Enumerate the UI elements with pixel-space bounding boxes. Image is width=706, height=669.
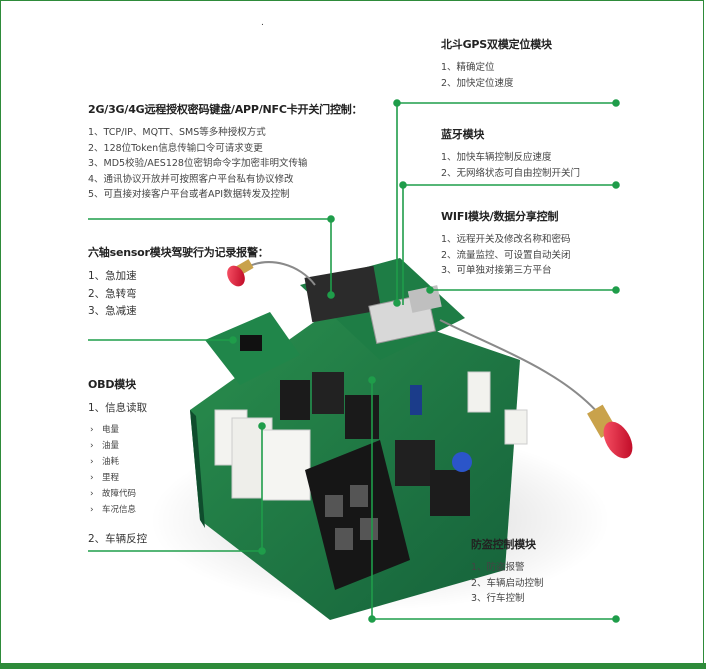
relay-3 [345, 395, 379, 439]
top-mark: . [261, 18, 264, 28]
antenna-left [227, 265, 245, 287]
antitheft-module-block: 防盗控制模块 1、防盗报警 2、车辆启动控制 3、行车控制 [471, 536, 544, 607]
gps-module-block: 北斗GPS双模定位模块 1、精确定位 2、加快定位速度 [441, 36, 552, 91]
remote-item-5: 5、可直接对接客户平台或者API数据转发及控制 [88, 189, 290, 200]
connector-pin-1 [325, 495, 343, 517]
chevron-right-icon: › [90, 472, 94, 483]
antenna-right [603, 421, 633, 459]
gsm-module [304, 265, 382, 323]
obd-subitem-label: 电量 [102, 424, 120, 435]
antitheft-item-2: 2、车辆启动控制 [471, 577, 544, 589]
antitheft-item-3: 3、行车控制 [471, 593, 525, 604]
remote-item-1: 1、TCP/IP、MQTT、SMS等多种授权方式 [88, 127, 266, 138]
remote-item-2: 2、128位Token信息传输口令可请求变更 [88, 142, 263, 154]
wifi-item-3: 3、可单独对接第三方平台 [441, 265, 552, 276]
chevron-right-icon: › [90, 504, 94, 515]
obd-subitem-2: › 油量 [88, 438, 147, 454]
antenna-cable-right [439, 319, 601, 416]
frame-bottom-band [0, 663, 706, 669]
sensor-title: 六轴sensor模块驾驶行为记录报警： [88, 246, 269, 259]
sensor-item-1: 1、急加速 [88, 270, 137, 282]
obd-subitem-6: › 车况信息 [88, 502, 147, 518]
obd-module-block: OBD模块 1、信息读取 › 电量 › 油量 › 油耗 › 里程 › 故障代码 › 车况信息 [88, 376, 147, 518]
gps-item-1: 1、精确定位 [441, 62, 495, 73]
bluetooth-module-block: 蓝牙模块 1、加快车辆控制反应速度 2、无网络状态可自由控制开关门 [441, 126, 580, 181]
relay-2 [312, 372, 344, 414]
gps-title: 北斗GPS双模定位模块 [441, 38, 552, 51]
obd-subitem-label: 里程 [102, 472, 120, 483]
obd-subitem-4: › 里程 [88, 470, 147, 486]
obd-subitem-label: 油耗 [102, 456, 120, 467]
chevron-right-icon: › [90, 488, 94, 499]
relay-1 [280, 380, 310, 420]
obd-subitem-label: 故障代码 [102, 488, 137, 499]
antitheft-item-1: 1、防盗报警 [471, 562, 525, 573]
sensor-module-block: 六轴sensor模块驾驶行为记录报警： 1、急加速 2、急转弯 3、急减速 [88, 244, 269, 321]
relay-4 [395, 440, 435, 486]
chevron-right-icon: › [90, 456, 94, 467]
obd-subitem-label: 油量 [102, 440, 120, 451]
wifi-item-1: 1、远程开关及修改名称和密码 [441, 234, 571, 245]
remote-control-block: 2G/3G/4G远程授权密码键盘/APP/NFC卡开关门控制： 1、TCP/IP… [88, 101, 363, 203]
connector-pin-3 [335, 528, 353, 550]
obd-subitem-5: › 故障代码 [88, 486, 147, 502]
obd-item-2: 2、车辆反控 [88, 533, 148, 545]
connector-pin-4 [360, 518, 378, 540]
sensor-chip [240, 335, 262, 351]
obd-title: OBD模块 [88, 378, 136, 391]
gps-item-2: 2、加快定位速度 [441, 77, 514, 89]
callout-lines [88, 99, 620, 623]
white-connector-far-right [504, 409, 528, 445]
white-connector-right [467, 371, 491, 413]
remote-item-4: 4、通讯协议开放并可按照客户平台私有协议修改 [88, 173, 294, 185]
wifi-item-2: 2、流量监控、可设置自动关闭 [441, 249, 571, 261]
bluetooth-title: 蓝牙模块 [441, 128, 485, 141]
antitheft-title: 防盗控制模块 [471, 538, 536, 551]
wifi-title: WIFI模块/数据分享控制 [441, 210, 559, 223]
remote-item-3: 3、MD5校验/AES128位密钥命令字加密非明文传输 [88, 158, 308, 169]
relay-5 [430, 470, 470, 516]
bt-module [407, 285, 442, 313]
sensor-item-3: 3、急减速 [88, 305, 137, 317]
chevron-right-icon: › [90, 424, 94, 435]
white-connector-plug [261, 429, 311, 501]
blue-capacitor [452, 452, 472, 472]
obd-item-1: 1、信息读取 [88, 402, 148, 414]
tall-capacitor [410, 385, 422, 415]
connector-pin-2 [350, 485, 368, 507]
remote-title: 2G/3G/4G远程授权密码键盘/APP/NFC卡开关门控制： [88, 103, 363, 116]
bluetooth-item-1: 1、加快车辆控制反应速度 [441, 152, 552, 163]
wifi-module-block: WIFI模块/数据分享控制 1、远程开关及修改名称和密码 2、流量监控、可设置自… [441, 208, 571, 279]
sensor-item-2: 2、急转弯 [88, 287, 137, 300]
obd-subitem-3: › 油耗 [88, 454, 147, 470]
antenna-cable-left [244, 261, 316, 286]
pcb-edge [190, 410, 205, 528]
chevron-right-icon: › [90, 440, 94, 451]
bluetooth-item-2: 2、无网络状态可自由控制开关门 [441, 167, 581, 179]
obd-subitem-1: › 电量 [88, 422, 147, 438]
obd-subitem-label: 车况信息 [102, 504, 137, 515]
automotive-connector [305, 440, 410, 590]
